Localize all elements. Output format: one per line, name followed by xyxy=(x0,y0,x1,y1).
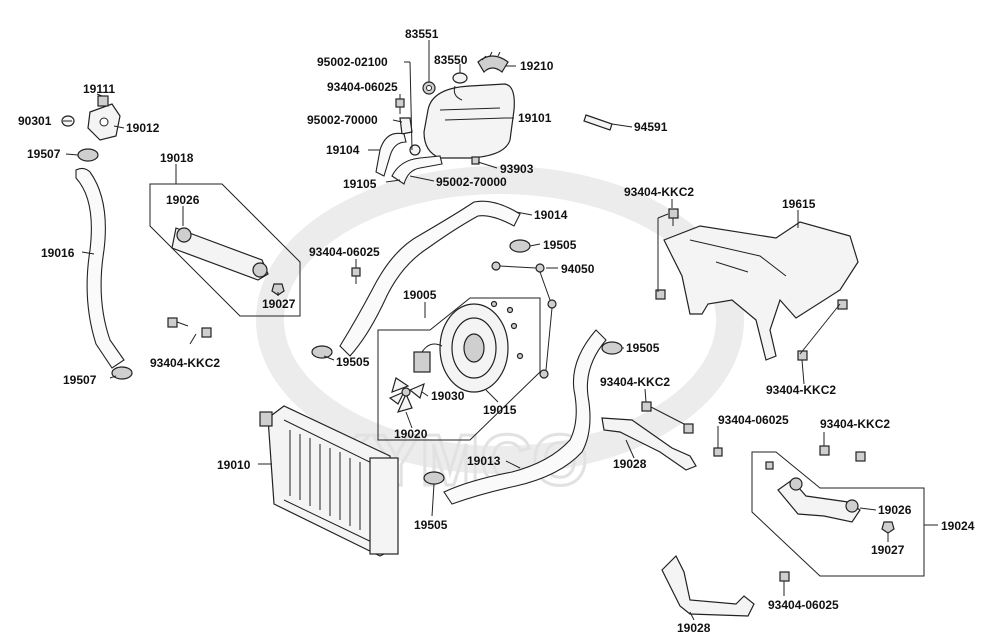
bolt-93404-KKC2-side[interactable] xyxy=(655,289,666,300)
hose-19013[interactable] xyxy=(443,329,607,505)
label-93404-06025-d: 93404-06025 xyxy=(768,598,839,612)
radiator-19010[interactable] xyxy=(259,405,399,557)
fan-assembly-19005[interactable] xyxy=(377,297,541,441)
label-19104: 19104 xyxy=(326,143,360,157)
label-83550: 83550 xyxy=(434,53,468,67)
label-19028-a: 19028 xyxy=(613,457,647,471)
label-19010: 19010 xyxy=(217,458,251,472)
label-19030: 19030 xyxy=(431,389,465,403)
bolt-93404-KKC2-top[interactable] xyxy=(668,208,679,226)
label-93404-06025-a: 93404-06025 xyxy=(327,80,398,94)
seal-19210[interactable] xyxy=(477,51,509,73)
bolts-93404-KKC2-left[interactable] xyxy=(167,317,212,338)
strip-94591[interactable] xyxy=(583,114,613,131)
label-19507-b: 19507 xyxy=(63,373,97,387)
label-19013: 19013 xyxy=(467,454,501,468)
label-19210: 19210 xyxy=(520,59,554,73)
label-19027-a: 19027 xyxy=(262,297,296,311)
label-93404-06025-b: 93404-06025 xyxy=(309,245,380,259)
label-19018: 19018 xyxy=(160,151,194,165)
label-19105: 19105 xyxy=(343,177,377,191)
reservoir-cap-83551[interactable] xyxy=(422,81,436,95)
leader-lines xyxy=(63,40,938,621)
label-19615: 19615 xyxy=(782,197,816,211)
label-19020: 19020 xyxy=(394,427,428,441)
bolts-93404-KKC2-mid[interactable] xyxy=(641,401,694,434)
bracket-kit-19024[interactable] xyxy=(751,451,925,577)
label-19014: 19014 xyxy=(534,208,568,222)
label-19505-b: 19505 xyxy=(336,355,370,369)
label-19111: 19111 xyxy=(83,82,115,96)
label-94050: 94050 xyxy=(561,262,595,276)
bolts-93404-KKC2-far[interactable] xyxy=(819,445,866,462)
clamp-19505-d[interactable] xyxy=(423,471,445,485)
thermo-housing-19012[interactable] xyxy=(87,103,121,141)
bracket-19028-a[interactable] xyxy=(601,417,697,471)
label-93404-06025-c: 93404-06025 xyxy=(718,413,789,427)
part-labels: 83551 95002-02100 83550 19210 93404-0602… xyxy=(18,27,975,635)
hose-19016[interactable] xyxy=(75,167,125,369)
grommets-94050[interactable] xyxy=(491,261,557,379)
label-94591: 94591 xyxy=(634,120,668,134)
clamp-19507-bottom[interactable] xyxy=(111,366,133,380)
clamp-19507-top[interactable] xyxy=(77,148,99,162)
bracket-19028-b[interactable] xyxy=(661,554,755,617)
label-19012: 19012 xyxy=(126,121,160,135)
label-95002-70000-b: 95002-70000 xyxy=(436,175,507,189)
hose-19104[interactable] xyxy=(375,132,407,177)
clamp-19505-a[interactable] xyxy=(509,239,531,253)
label-93903: 93903 xyxy=(500,162,534,176)
hose-19014[interactable] xyxy=(339,200,521,357)
label-19505-d: 19505 xyxy=(414,518,448,532)
label-19505-a: 19505 xyxy=(543,238,577,252)
reservoir-tank-19101[interactable] xyxy=(423,83,515,159)
fan-motor-19030[interactable] xyxy=(413,343,443,373)
label-93404-KKC2-c: 93404-KKC2 xyxy=(766,383,836,397)
label-93404-KKC2-a: 93404-KKC2 xyxy=(624,185,694,199)
label-19026-b: 19026 xyxy=(878,503,912,517)
fan-shroud-19015[interactable] xyxy=(439,303,509,393)
label-90301: 90301 xyxy=(18,114,52,128)
label-19505-c: 19505 xyxy=(626,341,660,355)
bolt-93404-06025-mid[interactable] xyxy=(351,267,361,284)
label-93404-KKC2-e: 93404-KKC2 xyxy=(820,417,890,431)
label-19016: 19016 xyxy=(41,246,75,260)
label-19015: 19015 xyxy=(483,403,517,417)
bolt-93404-06025-right[interactable] xyxy=(713,447,723,457)
label-95002-02100: 95002-02100 xyxy=(317,55,388,69)
hose-19105[interactable] xyxy=(391,155,443,185)
label-19028-b: 19028 xyxy=(677,621,711,635)
label-19024: 19024 xyxy=(941,519,975,533)
nut-19027-right[interactable] xyxy=(881,521,895,534)
clamp-19505-c[interactable] xyxy=(601,341,623,355)
bolt-93404-06025-top[interactable] xyxy=(395,98,405,114)
clip-95002-02100[interactable] xyxy=(409,144,421,156)
label-83551: 83551 xyxy=(405,27,439,41)
label-93404-KKC2-b: 93404-KKC2 xyxy=(150,356,220,370)
cover-19615[interactable] xyxy=(663,221,859,361)
bracket-kit-19018[interactable] xyxy=(149,183,301,317)
label-19507-a: 19507 xyxy=(27,147,61,161)
fitting-19111[interactable] xyxy=(97,95,109,107)
screws-fan[interactable] xyxy=(490,300,524,360)
nut-19027-left[interactable] xyxy=(271,283,285,296)
fan-blade-19020[interactable] xyxy=(388,377,425,413)
label-19005: 19005 xyxy=(403,288,437,302)
clamp-95002-70000-top[interactable] xyxy=(399,117,413,135)
clamp-19505-b[interactable] xyxy=(311,345,333,359)
label-19026-a: 19026 xyxy=(166,193,200,207)
label-19027-b: 19027 xyxy=(871,543,905,557)
bolt-93404-06025-bottom[interactable] xyxy=(779,571,790,582)
label-19101: 19101 xyxy=(518,111,552,125)
label-95002-70000-a: 95002-70000 xyxy=(307,113,378,127)
label-93404-KKC2-d: 93404-KKC2 xyxy=(600,375,670,389)
bolt-93903[interactable] xyxy=(471,156,480,165)
